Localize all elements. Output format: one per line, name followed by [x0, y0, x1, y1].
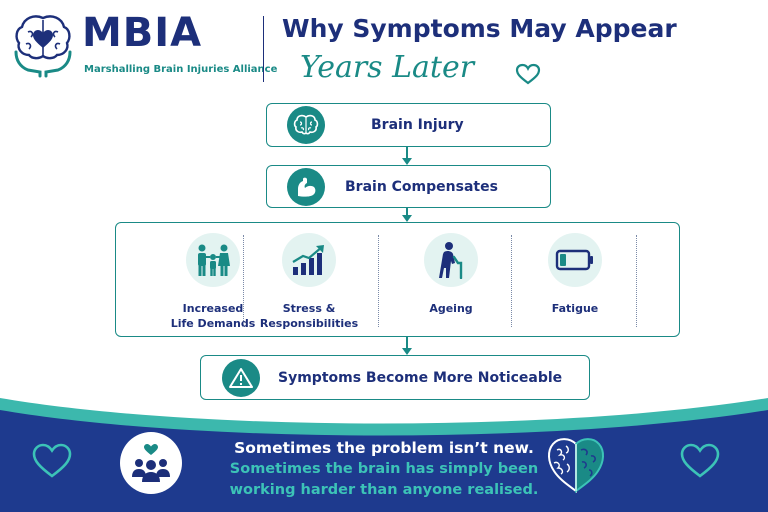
footer-message-line-1: Sometimes the problem isn’t new. [234, 439, 534, 457]
footer-message-line-2: Sometimes the brain has simply been [229, 461, 539, 477]
step-brain-injury-label: Brain Injury [371, 117, 464, 133]
heart-outline-icon [515, 63, 541, 85]
step-symptoms-noticeable: Symptoms Become More Noticeable [200, 355, 590, 400]
step-brain-injury: Brain Injury [266, 103, 551, 147]
low-battery-icon [548, 233, 602, 287]
factor-ageing-label: Ageing [429, 302, 473, 315]
brain-heart-icon [548, 438, 604, 493]
step-brain-compensates: Brain Compensates [266, 165, 551, 208]
factor-ageing: Ageing [386, 233, 516, 316]
factor-divider [636, 235, 637, 327]
factor-life-demands: Increased Life Demands [148, 233, 278, 331]
rising-bars-icon [282, 233, 336, 287]
flow-arrow-3 [402, 337, 412, 355]
community-icon [120, 432, 182, 494]
warning-icon [222, 359, 260, 397]
factor-stress-label-1: Stress & [282, 302, 336, 315]
flexed-arm-icon [287, 168, 325, 206]
contributing-factors-panel: Increased Life Demands Stress & Responsi… [115, 222, 680, 337]
brain-icon [287, 106, 325, 144]
footer-message-line-3: working harder than anyone realised. [229, 482, 539, 498]
brand-subtitle: Marshalling Brain Injuries Alliance [84, 64, 278, 75]
factor-stress-label-2: Responsibilities [259, 317, 359, 330]
family-icon [186, 233, 240, 287]
factor-life-demands-label-2: Life Demands [170, 317, 256, 330]
footer-heart-right-icon [680, 443, 720, 478]
page-title-line-1: Why Symptoms May Appear [282, 14, 677, 43]
page-title-line-2: Years Later [300, 50, 475, 85]
mbia-logo-icon [14, 15, 72, 78]
factor-life-demands-label-1: Increased [182, 302, 244, 315]
factor-divider [511, 235, 512, 327]
factor-fatigue-label: Fatigue [551, 302, 599, 315]
factor-divider [243, 235, 244, 327]
footer-heart-left-icon [32, 443, 72, 478]
brand-name: MBIA [82, 10, 203, 56]
header-divider [263, 16, 264, 82]
flow-arrow-2 [402, 208, 412, 222]
factor-stress: Stress & Responsibilities [244, 233, 374, 331]
step-brain-compensates-label: Brain Compensates [345, 179, 498, 195]
step-symptoms-label: Symptoms Become More Noticeable [278, 370, 563, 386]
factor-fatigue: Fatigue [510, 233, 640, 316]
elderly-person-icon [424, 233, 478, 287]
factor-divider [378, 235, 379, 327]
flow-arrow-1 [402, 147, 412, 165]
